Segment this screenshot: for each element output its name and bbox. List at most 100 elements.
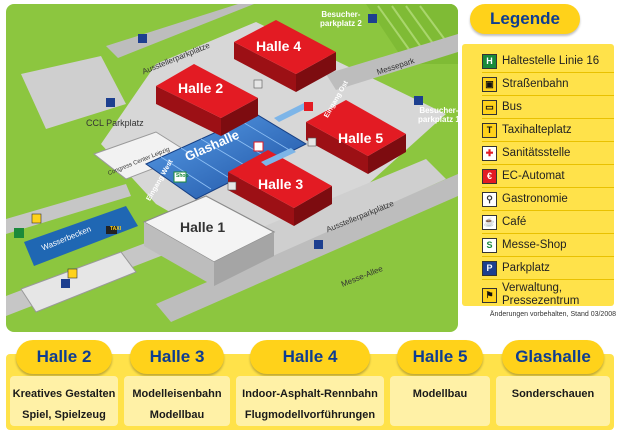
fairground-map — [6, 4, 458, 332]
legend-item-label: Bus — [502, 101, 522, 114]
parking-lot-left — [21, 56, 126, 129]
besucherparkplatz-2-label: Besucher-parkplatz 2 — [320, 10, 362, 28]
legend-note: Änderungen vorbehalten, Stand 03/2008 — [489, 311, 616, 318]
legend-divider — [482, 279, 614, 280]
legend-item-label-line: Parkplatz — [502, 261, 550, 274]
parking-icon — [414, 96, 423, 105]
legend-title: Legende — [470, 4, 580, 34]
halle-2-wall — [156, 86, 221, 136]
hall-info-exhibit: Modelleisenbahn — [132, 388, 222, 400]
road-messe-allee — [156, 174, 458, 322]
halle-5-building — [306, 100, 406, 156]
hall-info-title[interactable]: Glashalle — [502, 340, 604, 374]
hall-info-exhibit: Modellbau — [149, 409, 205, 421]
bus-icon: ▭ — [482, 99, 497, 115]
parking-icon: P — [482, 260, 497, 276]
legend-item-label: Sanitätsstelle — [502, 147, 570, 160]
shop-map-label: Shop — [176, 173, 189, 179]
halle-2-wall-right — [221, 98, 258, 136]
water-basin — [24, 206, 138, 266]
besucherparkplatz-2-line2: parkplatz 2 — [320, 19, 362, 28]
halle-4-wall — [234, 42, 296, 92]
besucherparkplatz-1-line1: Besucher- — [419, 106, 459, 115]
halle-3-building — [228, 150, 332, 208]
halle-4-label[interactable]: Halle 4 — [256, 38, 302, 54]
taxi-icon: T — [482, 122, 497, 138]
legend-item-label-line: Haltestelle Linie 16 — [502, 54, 600, 67]
cafe-icon: ☕ — [482, 214, 497, 230]
halle-4-building — [234, 20, 336, 74]
legend-item: S Messe-Shop — [482, 234, 614, 256]
legend-item: ▭ Bus — [482, 96, 614, 118]
road-upper — [106, 4, 254, 58]
legend-item: T Taxihalteplatz — [482, 119, 614, 141]
shop-icon: S — [482, 237, 497, 253]
legend-item-label-line: Café — [502, 215, 527, 228]
halle-5-wall — [306, 122, 368, 174]
walkway-east — [274, 102, 311, 122]
halle-5-label[interactable]: Halle 5 — [338, 130, 384, 146]
halle-3-label[interactable]: Halle 3 — [258, 176, 304, 192]
bus-icon — [31, 213, 42, 224]
halle-3-wall-right — [294, 186, 332, 226]
legend-item-label: EC-Automat — [502, 170, 565, 183]
shop-icon — [173, 171, 187, 183]
legend-item-label: Gastronomie — [502, 193, 568, 206]
legend-item: P Parkplatz — [482, 257, 614, 279]
besucherparkplatz-2-line1: Besucher- — [321, 10, 361, 19]
legend-item-label-line: Sanitätsstelle — [502, 146, 571, 159]
hall-info-box: Modellbau — [390, 376, 490, 426]
parking-icon — [314, 240, 323, 249]
first-aid-icon — [253, 141, 264, 152]
legend-item-label: Taxihalteplatz — [502, 124, 572, 137]
legend-item-label-line: Verwaltung, — [502, 282, 563, 294]
halle-1-label[interactable]: Halle 1 — [180, 219, 226, 235]
hall-info-title[interactable]: Halle 3 — [130, 340, 224, 374]
parking-icon — [106, 98, 115, 107]
halle-4-wall-right — [296, 52, 336, 92]
legend-item-label-line: Messe-Shop — [502, 238, 567, 251]
parking-icon — [61, 279, 70, 288]
halle-3-wall — [228, 172, 294, 226]
legend-divider — [482, 164, 614, 165]
halle-5-wall-right — [368, 134, 406, 174]
tram-stop-16-icon: H — [482, 53, 497, 69]
road-messepark — [326, 34, 458, 90]
legend-item: € EC-Automat — [482, 165, 614, 187]
legend-item-label-line: Straßenbahn — [502, 77, 569, 90]
halle-2-label[interactable]: Halle 2 — [178, 80, 224, 96]
hall-info-title[interactable]: Halle 2 — [16, 340, 112, 374]
tram-icon: ▣ — [482, 76, 497, 92]
hall-info-title[interactable]: Halle 4 — [250, 340, 370, 374]
atm-icon: € — [482, 168, 497, 184]
cafe-icon — [253, 79, 263, 89]
legend-item: ✚Sanitätsstelle — [482, 142, 614, 164]
legend-item-label: Messe-Shop — [502, 239, 567, 252]
taxi-icon — [106, 226, 117, 234]
legend-item-label-line: Pressezentrum — [502, 295, 580, 307]
atm-icon — [304, 102, 313, 111]
legend-item-label: Verwaltung,Pressezentrum — [502, 282, 579, 308]
legend-item-label: Straßenbahn — [502, 78, 569, 91]
hall-info-exhibit: Flugmodellvorführungen — [244, 409, 376, 421]
hall-info-exhibit: Sonderschauen — [511, 388, 595, 400]
legend-divider — [482, 210, 614, 211]
parking-lot-south — [246, 159, 446, 259]
taxi-map-label: TAXI — [110, 226, 122, 232]
administration-icon — [67, 268, 78, 279]
legend-divider — [482, 256, 614, 257]
restaurant-icon: ⚲ — [482, 191, 497, 207]
hall-info-title[interactable]: Halle 5 — [397, 340, 483, 374]
legend-divider — [482, 187, 614, 188]
legend-item-label-line: Taxihalteplatz — [502, 123, 572, 136]
legend-item-label-line: Gastronomie — [502, 192, 568, 205]
parking-icon — [138, 34, 147, 43]
legend-divider — [482, 72, 614, 73]
halle-1-wall-right — [214, 232, 274, 286]
besucherparkplatz-1-line2: parkplatz 1 — [418, 115, 460, 124]
